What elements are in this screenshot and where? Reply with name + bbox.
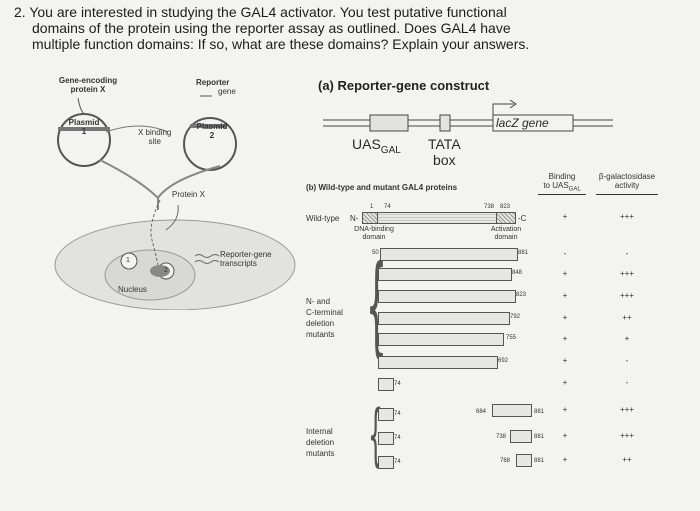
int-row-2-right	[510, 430, 532, 443]
int-row-2-activity: +++	[619, 431, 634, 440]
assay-diagram	[54, 95, 296, 310]
x-binding-site-label: X binding site	[138, 128, 172, 146]
nc-row-3-activity: +++	[619, 291, 634, 300]
int-row-1-b: 684	[476, 409, 487, 415]
int-row-2-a: 74	[394, 435, 401, 441]
int-row-3-a: 74	[394, 459, 401, 465]
int-row-1-binding: +	[562, 405, 568, 414]
wild-type-label: Wild-type	[306, 214, 340, 223]
dna-binding-segment	[362, 212, 378, 224]
int-row-2-b: 738	[496, 434, 507, 440]
nc-row-2-activity: +++	[619, 269, 634, 278]
nc-row-2-binding: +	[562, 269, 568, 278]
wt-binding: +	[562, 212, 568, 221]
question-text: 2. You are interested in studying the GA…	[14, 4, 674, 52]
question-line-3: multiple function domains: If so, what a…	[32, 36, 530, 52]
reporter-gene-label: Reporter gene	[196, 78, 236, 96]
activation-segment	[496, 212, 516, 224]
int-row-1-a: 74	[394, 411, 401, 417]
nc-row-1-binding: -	[563, 249, 567, 258]
int-row-3-b: 768	[500, 458, 511, 464]
question-line-2: domains of the protein using the reporte…	[32, 20, 511, 36]
reporter-construct-diagram	[323, 99, 613, 132]
int-row-3-c: 881	[534, 458, 545, 464]
int-row-1-c: 881	[534, 409, 545, 415]
wt-pos-74: 74	[384, 204, 391, 210]
nc-row-1-activity: -	[625, 249, 629, 258]
nc-row-6-binding: +	[562, 356, 568, 365]
reporter-transcripts-label: Reporter-gene transcripts	[220, 250, 272, 268]
nc-row-5-bar	[378, 333, 504, 346]
lacz-gene-label: lacZ gene	[496, 116, 549, 130]
wt-pos-823: 823	[500, 204, 511, 210]
n-terminus: N-	[350, 214, 359, 223]
gene-encoding-label: Gene-encoding protein X	[58, 76, 118, 94]
int-row-3-activity: ++	[622, 455, 632, 464]
nc-row-4-bar	[378, 312, 510, 325]
nc-row-2-bar	[378, 268, 512, 281]
int-row-3-right	[516, 454, 532, 467]
nc-row-3-binding: +	[562, 291, 568, 300]
int-row-3-binding: +	[562, 455, 568, 464]
nc-row-4-binding: +	[562, 313, 568, 322]
nc-row-6-activity: -	[625, 356, 629, 365]
nc-row-5-end: 755	[506, 335, 517, 341]
plasmid-1-label: Plasmid 1	[68, 118, 100, 136]
int-row-1-activity: +++	[619, 405, 634, 414]
activation-domain-label: Activation domain	[490, 226, 522, 241]
circle-1-label: 1	[126, 257, 130, 264]
nc-deletion-label: N- and C-terminal deletion mutants	[306, 297, 343, 339]
protein-x-label: Protein X	[172, 190, 205, 199]
plasmid-2-label: Plasmid 2	[196, 122, 228, 140]
int-row-2-left	[378, 432, 394, 445]
header-underline-2	[596, 194, 658, 195]
wild-type-bar	[362, 212, 516, 224]
int-row-3-left	[378, 456, 394, 469]
col-binding-header: Binding to UASGAL	[543, 172, 581, 193]
dna-binding-domain-label: DNA-binding domain	[354, 226, 394, 241]
nc-row-6-bar	[378, 356, 498, 369]
c-terminus: -C	[518, 214, 527, 223]
int-row-2-binding: +	[562, 431, 568, 440]
question-line-1: 2. You are interested in studying the GA…	[14, 4, 507, 20]
nc-row-3-end: 823	[516, 292, 527, 298]
wt-pos-1: 1	[370, 204, 374, 210]
nc-row-1-start: 50	[372, 250, 379, 256]
nc-row-1-bar	[380, 248, 518, 261]
circle-2-label: 2	[164, 267, 168, 274]
nc-row-7-end: 74	[394, 381, 401, 387]
int-row-1-left	[378, 408, 394, 421]
nc-row-4-end: 792	[510, 314, 521, 320]
panel-b-title: (b) Wild-type and mutant GAL4 proteins	[306, 183, 458, 192]
nucleus-label: Nucleus	[118, 285, 147, 294]
nc-row-7-binding: +	[562, 378, 568, 387]
nc-row-5-activity: +	[624, 334, 630, 343]
header-underline	[538, 194, 586, 195]
int-row-1-right	[492, 404, 532, 417]
internal-deletion-label: Internal deletion mutants	[306, 427, 335, 458]
nc-row-3-bar	[378, 290, 516, 303]
nc-row-2-end: 848	[512, 270, 523, 276]
nc-row-7-activity: -	[625, 378, 629, 387]
uas-gal-label: UASGAL	[352, 136, 401, 156]
nc-row-5-binding: +	[562, 334, 568, 343]
int-row-2-c: 881	[534, 434, 545, 440]
wt-pos-738: 738	[484, 204, 495, 210]
nc-row-4-activity: ++	[622, 313, 632, 322]
col-activity-header: β-galactosidase activity	[598, 172, 656, 190]
tata-box-label: TATA box	[428, 136, 461, 168]
wt-activity: +++	[619, 212, 634, 221]
panel-a-title: (a) Reporter-gene construct	[318, 78, 490, 93]
nc-row-6-end: 692	[498, 358, 509, 364]
nc-row-7-bar	[378, 378, 394, 391]
nc-row-1-end: 881	[518, 250, 529, 256]
